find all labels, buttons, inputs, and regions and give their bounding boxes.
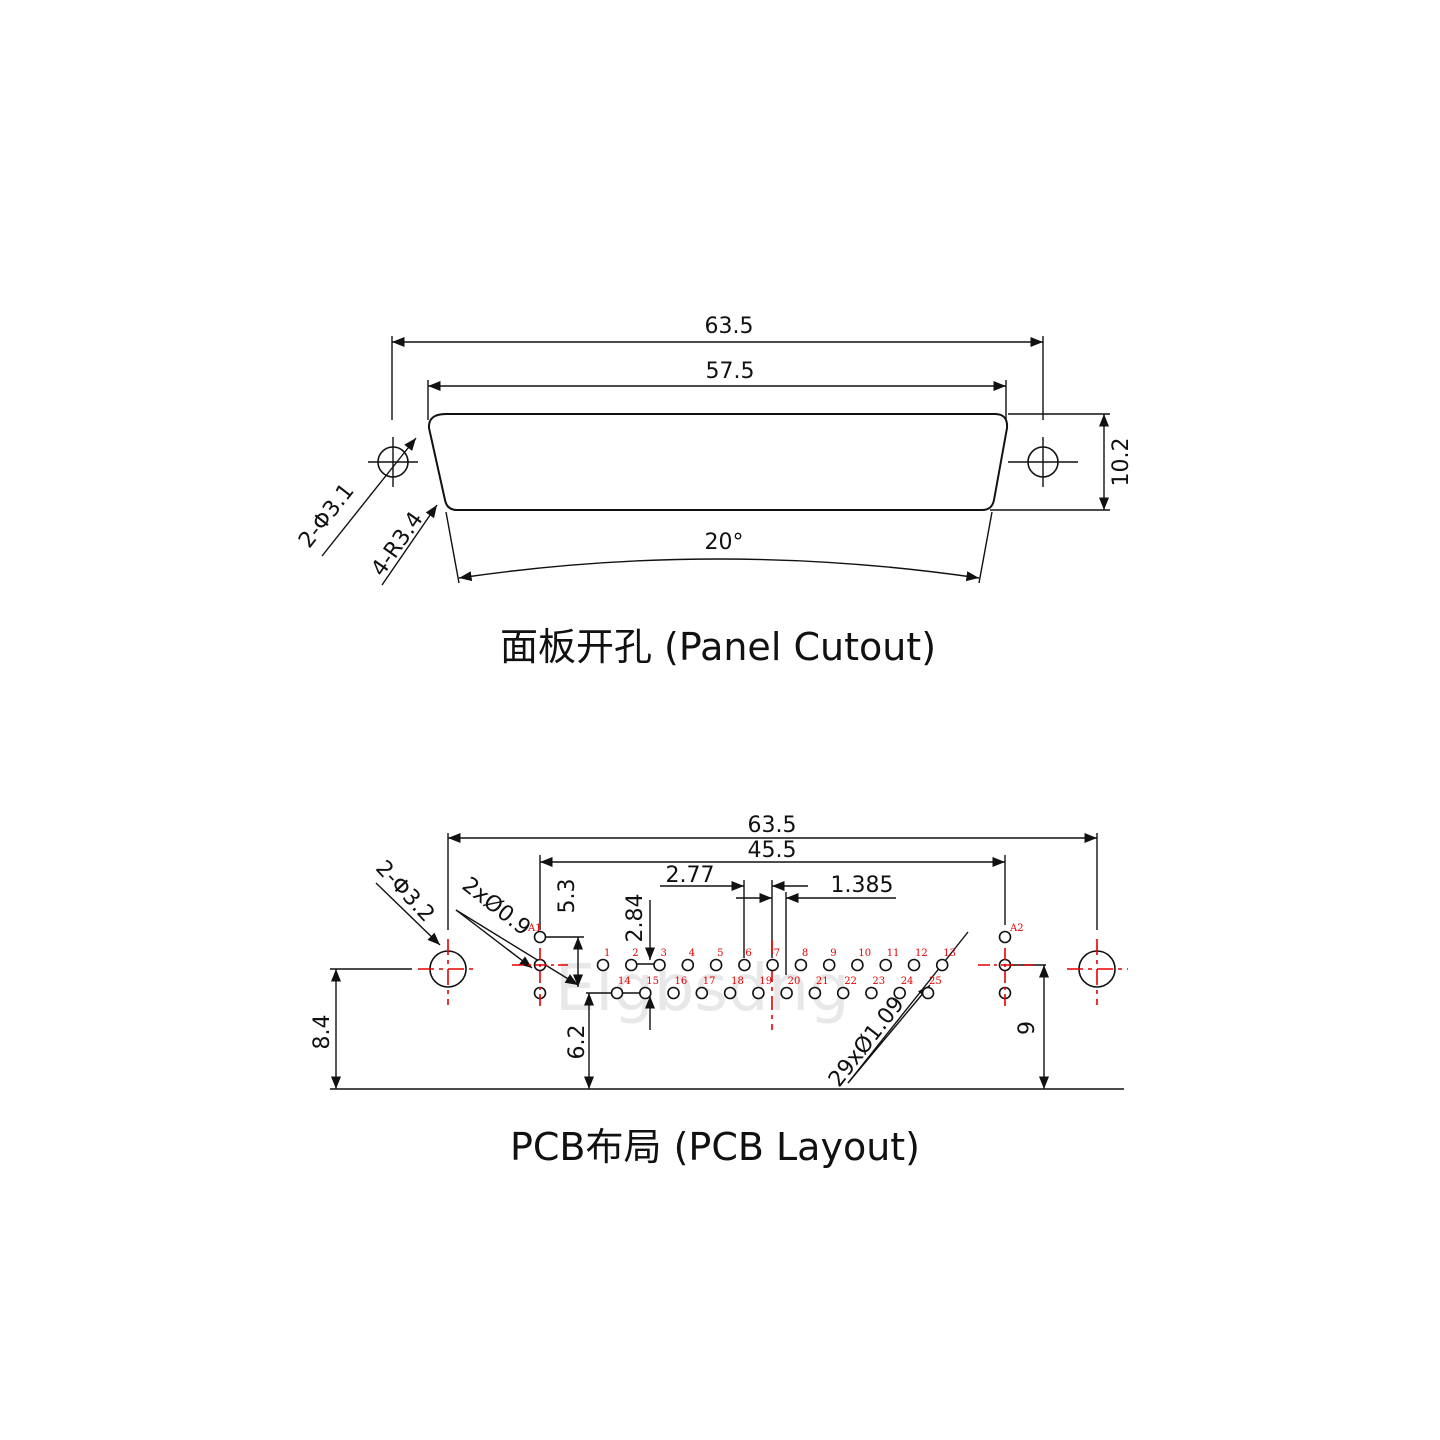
pin-hole-10 bbox=[851, 958, 864, 972]
pin-hole-21 bbox=[808, 986, 822, 1000]
pin-label-9: 9 bbox=[830, 948, 836, 959]
pcb-layout-view: Elgbsdng 63.5 45.5 2.77 1.385 5.3 2.84 bbox=[310, 813, 1128, 1169]
pin-hole-5 bbox=[709, 958, 723, 972]
pcb-dim-right-height: 9 bbox=[1015, 1021, 1040, 1035]
pin-hole-22 bbox=[836, 986, 850, 1000]
pcb-layout-caption: PCB布局 (PCB Layout) bbox=[510, 1125, 920, 1169]
pin-label-23: 23 bbox=[872, 976, 885, 987]
pin-label-21: 21 bbox=[816, 976, 829, 987]
pin-row-bottom: 14 15 16 17 18 19 20 21 22 23 24 25 bbox=[610, 976, 942, 1000]
pin-hole-8 bbox=[794, 958, 808, 972]
pin-hole-7 bbox=[766, 958, 779, 972]
pin-label-25: 25 bbox=[929, 976, 942, 987]
pin-hole-14 bbox=[610, 986, 624, 1000]
pin-label-7: 7 bbox=[774, 948, 780, 959]
pin-hole-20 bbox=[780, 986, 793, 1000]
pin-hole-13 bbox=[935, 958, 949, 972]
panel-dim-height: 10.2 bbox=[1109, 438, 1134, 487]
pin-hole-3 bbox=[653, 958, 666, 972]
pin-label-15: 15 bbox=[646, 976, 659, 987]
pin-hole-19 bbox=[752, 986, 765, 1000]
pcb-dim-center-height: 6.2 bbox=[565, 1025, 590, 1060]
pin-label-6: 6 bbox=[745, 948, 751, 959]
pcb-dim-row-spacing: 2.84 bbox=[623, 894, 648, 943]
pcb-dim-left-height: 8.4 bbox=[310, 1015, 335, 1050]
pin-label-17: 17 bbox=[703, 976, 716, 987]
panel-cutout-view: 63.5 57.5 10.2 2-Φ3.1 4-R3.4 20° 面板开孔 (P… bbox=[294, 314, 1134, 669]
pin-label-12: 12 bbox=[915, 948, 928, 959]
pin-hole-23 bbox=[865, 986, 878, 1000]
pin-label-2: 2 bbox=[632, 948, 638, 959]
panel-dim-overall: 63.5 bbox=[705, 314, 754, 339]
pin-label-22: 22 bbox=[844, 976, 857, 987]
pcb-dim-pitch: 2.77 bbox=[666, 863, 715, 888]
d-sub-cutout-outline bbox=[427, 413, 1009, 511]
pin-hole-9 bbox=[822, 958, 836, 972]
pin-label-19: 19 bbox=[759, 976, 772, 987]
panel-dim-angle: 20° bbox=[705, 530, 744, 555]
pcb-dim-inner: 45.5 bbox=[748, 838, 797, 863]
pin-label-20: 20 bbox=[788, 976, 801, 987]
panel-cutout-caption: 面板开孔 (Panel Cutout) bbox=[500, 625, 936, 669]
pin-hole-17 bbox=[695, 986, 709, 1000]
pin-label-4: 4 bbox=[689, 948, 695, 959]
panel-dim-inner: 57.5 bbox=[706, 359, 755, 384]
pin-hole-15 bbox=[638, 986, 652, 1000]
pin-label-18: 18 bbox=[731, 976, 744, 987]
pin-hole-16 bbox=[667, 986, 680, 1000]
pcb-dim-mount-holes: 2-Φ3.2 bbox=[370, 856, 439, 927]
pin-label-24: 24 bbox=[901, 976, 914, 987]
pin-label-a2: A2 bbox=[1009, 923, 1024, 934]
pin-hole-1 bbox=[596, 958, 610, 972]
pin-label-10: 10 bbox=[858, 948, 871, 959]
pcb-dim-half-pitch: 1.385 bbox=[831, 873, 894, 898]
pcb-small-hole-a2 bbox=[998, 930, 1012, 944]
pin-hole-12 bbox=[907, 958, 921, 972]
pin-hole-24 bbox=[893, 986, 907, 1000]
pin-hole-11 bbox=[879, 958, 893, 972]
pin-label-1: 1 bbox=[604, 948, 610, 959]
pin-label-5: 5 bbox=[717, 948, 723, 959]
pin-label-8: 8 bbox=[802, 948, 808, 959]
pcb-dim-row-top: 5.3 bbox=[555, 879, 580, 914]
pcb-dim-overall: 63.5 bbox=[748, 813, 797, 838]
pin-label-14: 14 bbox=[618, 976, 631, 987]
panel-dim-radius: 4-R3.4 bbox=[367, 508, 429, 581]
pin-label-16: 16 bbox=[675, 976, 688, 987]
pcb-dim-small-holes: 2xØ0.9 bbox=[457, 873, 535, 942]
pin-hole-25 bbox=[921, 986, 935, 1000]
panel-dim-holes: 2-Φ3.1 bbox=[294, 479, 359, 553]
pin-hole-2 bbox=[624, 958, 638, 972]
pin-label-a1: A1 bbox=[527, 923, 542, 934]
pin-label-3: 3 bbox=[661, 948, 667, 959]
pin-hole-4 bbox=[681, 958, 695, 972]
pcb-small-hole-a1 bbox=[533, 930, 547, 944]
pin-hole-18 bbox=[723, 986, 737, 1000]
pin-label-11: 11 bbox=[887, 948, 900, 959]
pin-label-13: 13 bbox=[943, 948, 956, 959]
pin-hole-6 bbox=[738, 958, 751, 972]
